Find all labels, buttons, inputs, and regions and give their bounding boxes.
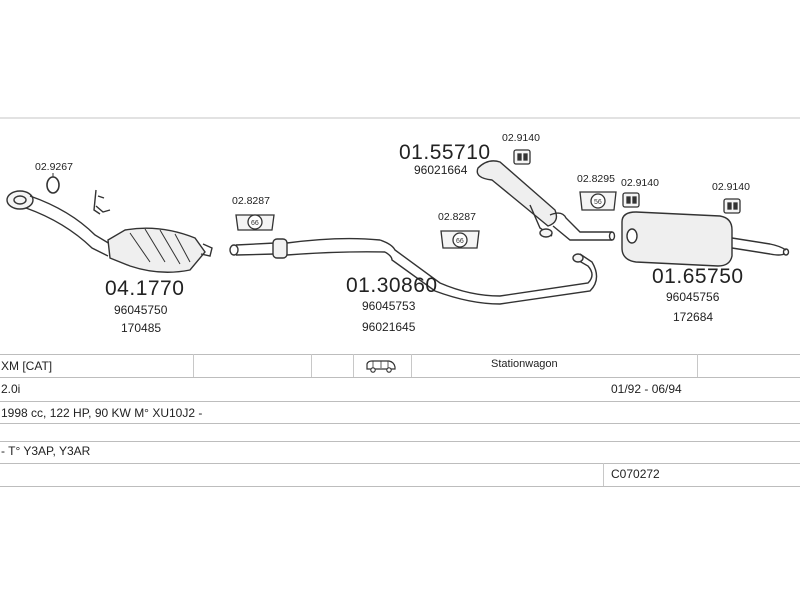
middle-pipe-code: 01.30860 [346, 274, 438, 297]
svg-text:66: 66 [456, 238, 464, 245]
svg-text:56: 56 [594, 199, 602, 206]
vehicle-engine: 2.0i [1, 382, 21, 396]
center-rubber-code: 02.9140 [502, 132, 540, 144]
middle-clamp-a-code: 02.8287 [232, 195, 270, 207]
rear-rubber-b-code: 02.9140 [712, 181, 750, 193]
rear-rubber-b-drawing [723, 198, 741, 214]
vehicle-code: C070272 [611, 467, 660, 481]
vehicle-period: 01/92 - 06/94 [611, 382, 682, 396]
rear-rubber-a-code: 02.9140 [621, 177, 659, 189]
rear-silencer-drawing [621, 211, 790, 267]
middle-clamp-b-code: 02.8287 [438, 211, 476, 223]
rear-clamp-drawing: 56 [579, 191, 617, 211]
svg-text:66: 66 [251, 220, 259, 227]
center-silencer-code: 01.55710 [399, 141, 491, 164]
vehicle-spec: 1998 cc, 122 HP, 90 KW M° XU10J2 - [1, 406, 203, 420]
vehicle-type: - T° Y3AP, Y3AR [1, 444, 91, 458]
middle-pipe-drawing [229, 237, 598, 305]
rear-rubber-a-drawing [622, 192, 640, 208]
center-rubber-drawing [513, 149, 531, 165]
catalyst-drawing [6, 189, 213, 273]
middle-pipe-ref-1: 96045753 [362, 299, 416, 313]
vehicle-body: Stationwagon [491, 358, 558, 370]
middle-clamp-b-drawing: 66 [440, 230, 480, 249]
van-icon [365, 359, 397, 373]
catalyst-code: 04.1770 [105, 277, 185, 300]
middle-pipe-ref-2: 96021645 [362, 320, 416, 334]
front-clamp-drawing [46, 173, 60, 194]
rear-silencer-code: 01.65750 [652, 265, 744, 288]
catalyst-ref-1: 96045750 [114, 303, 168, 317]
rear-silencer-ref-2: 172684 [673, 310, 714, 324]
rear-clamp-code: 02.8295 [577, 173, 615, 185]
center-silencer-ref-1: 96021664 [414, 163, 468, 177]
middle-clamp-a-drawing: 66 [235, 214, 275, 231]
vehicle-model: XM [CAT] [1, 359, 53, 373]
front-clamp-code: 02.9267 [35, 161, 73, 173]
catalyst-ref-2: 170485 [121, 321, 162, 335]
rear-silencer-ref-1: 96045756 [666, 290, 720, 304]
center-silencer-drawing [476, 160, 616, 241]
